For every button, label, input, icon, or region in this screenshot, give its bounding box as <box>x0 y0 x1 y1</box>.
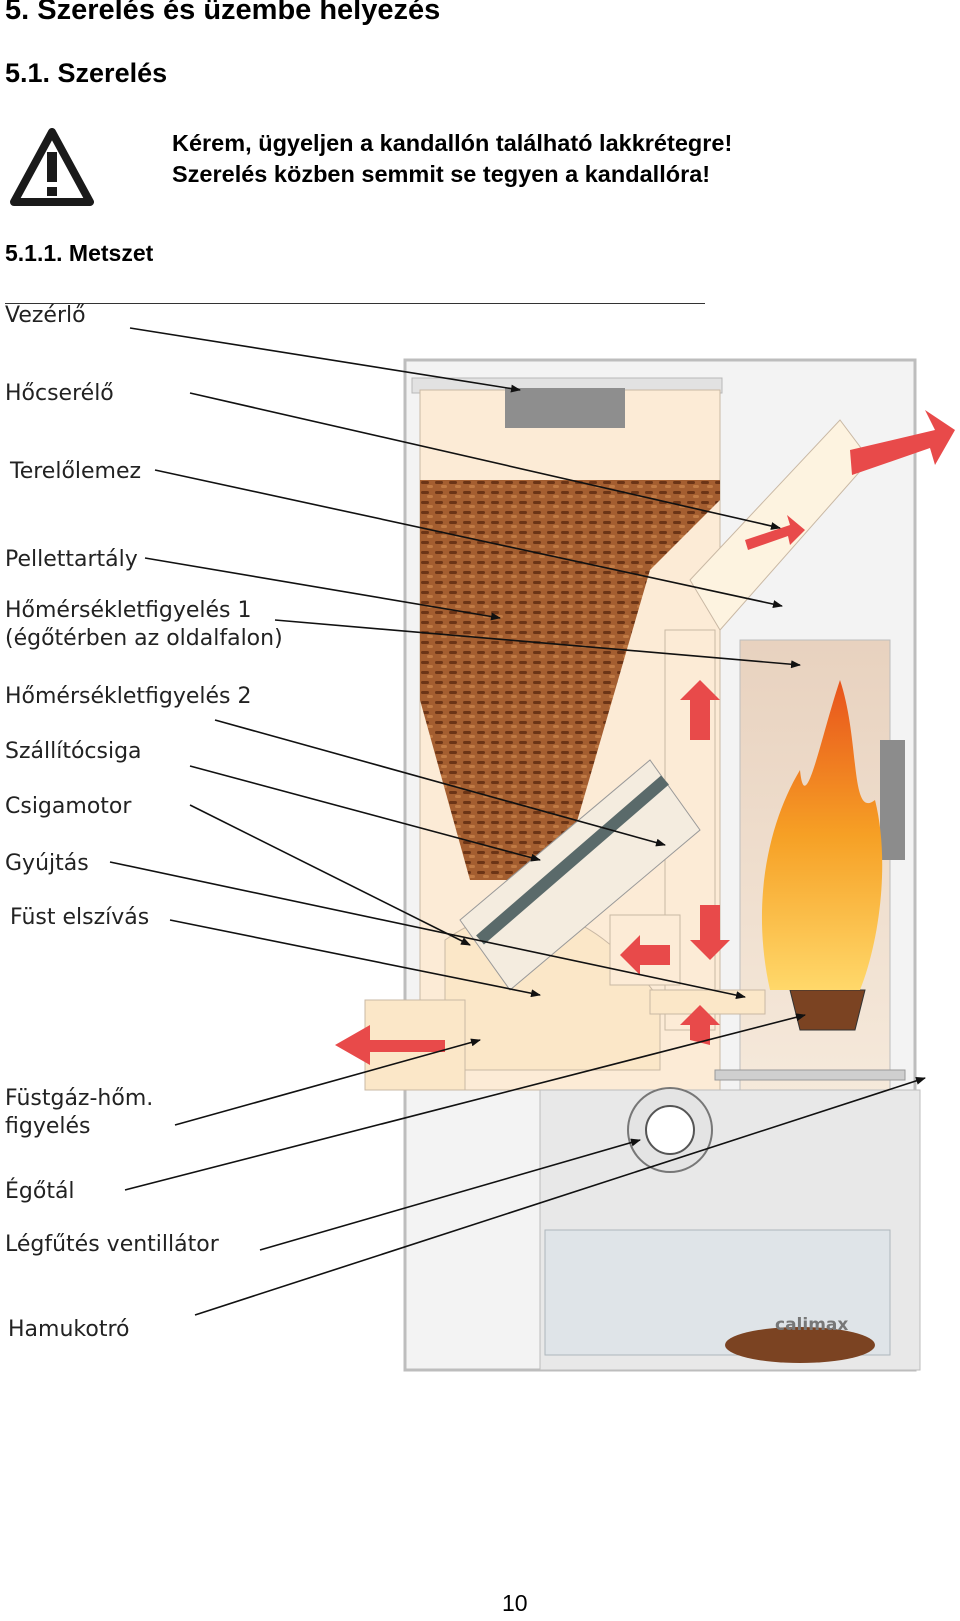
burn-pot <box>789 989 866 1031</box>
divider <box>5 303 705 304</box>
label-flue-temp: Füstgáz-hőm. <box>5 1086 153 1111</box>
label-temp-sensor-2: Hőmérsékletfigyelés 2 <box>5 684 252 709</box>
flame <box>761 680 883 990</box>
controller-box <box>505 388 625 428</box>
label-heat-exchanger: Hőcserélő <box>5 381 114 406</box>
page-number: 10 <box>502 1590 528 1616</box>
brand-logo: calimax <box>775 1315 848 1335</box>
warning-line-2: Szerelés közben semmit se tegyen a kanda… <box>172 161 711 187</box>
label-smoke-extraction: Füst elszívás <box>10 905 149 930</box>
door-handle <box>880 740 905 860</box>
auger <box>459 759 701 991</box>
diagram-labels: Vezérlő Hőcserélő Terelőlemez Pellettart… <box>5 303 283 1342</box>
subsubsection-title: 5.1.1. Metszet <box>5 240 154 266</box>
warning-text: Kérem, ügyeljen a kandallón található la… <box>172 128 732 190</box>
label-auger: Szállítócsiga <box>5 739 142 764</box>
stove-cross-section-diagram: calimax Vezérlő Hőcserélő Terelőlemez Pe… <box>5 303 955 1372</box>
warning-line-1: Kérem, ügyeljen a kandallón található la… <box>172 130 733 156</box>
label-burn-pot: Égőtál <box>5 1178 75 1204</box>
label-air-fan: Légfűtés ventillátor <box>5 1232 220 1257</box>
label-pellet-hopper: Pellettartály <box>5 547 138 572</box>
label-baffle: Terelőlemez <box>9 459 141 484</box>
airflow-arrows <box>335 410 955 1065</box>
pellet-hopper <box>420 480 720 880</box>
callout-lines <box>109 327 926 1316</box>
label-flue-temp-2: figyelés <box>5 1114 91 1139</box>
warning-triangle-icon <box>10 128 94 206</box>
label-temp-sensor-1-note: (égőtérben az oldalfalon) <box>5 626 283 651</box>
label-auger-motor: Csigamotor <box>5 794 132 819</box>
label-ignition: Gyújtás <box>5 851 89 876</box>
subsection-title: 5.1. Szerelés <box>5 58 168 88</box>
section-title: 5. Szerelés és üzembe helyezés <box>5 0 441 26</box>
label-ash-scraper: Hamukotró <box>8 1317 129 1342</box>
label-controller: Vezérlő <box>5 303 86 328</box>
label-temp-sensor-1: Hőmérsékletfigyelés 1 <box>5 598 252 623</box>
